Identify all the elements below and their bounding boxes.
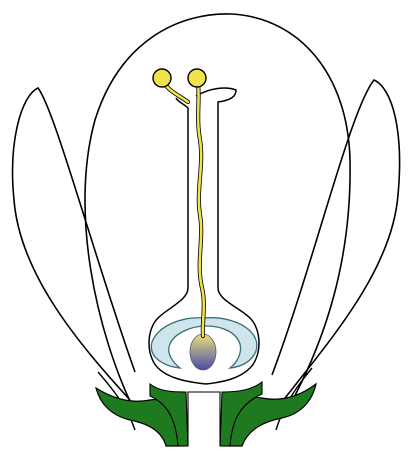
stem-gap: [188, 392, 220, 446]
right-petal: [272, 80, 400, 402]
pollen-grain-right: [188, 69, 206, 87]
pollen-grain-left: [153, 69, 171, 87]
egg-cell: [190, 334, 216, 370]
left-petal: [13, 88, 135, 400]
